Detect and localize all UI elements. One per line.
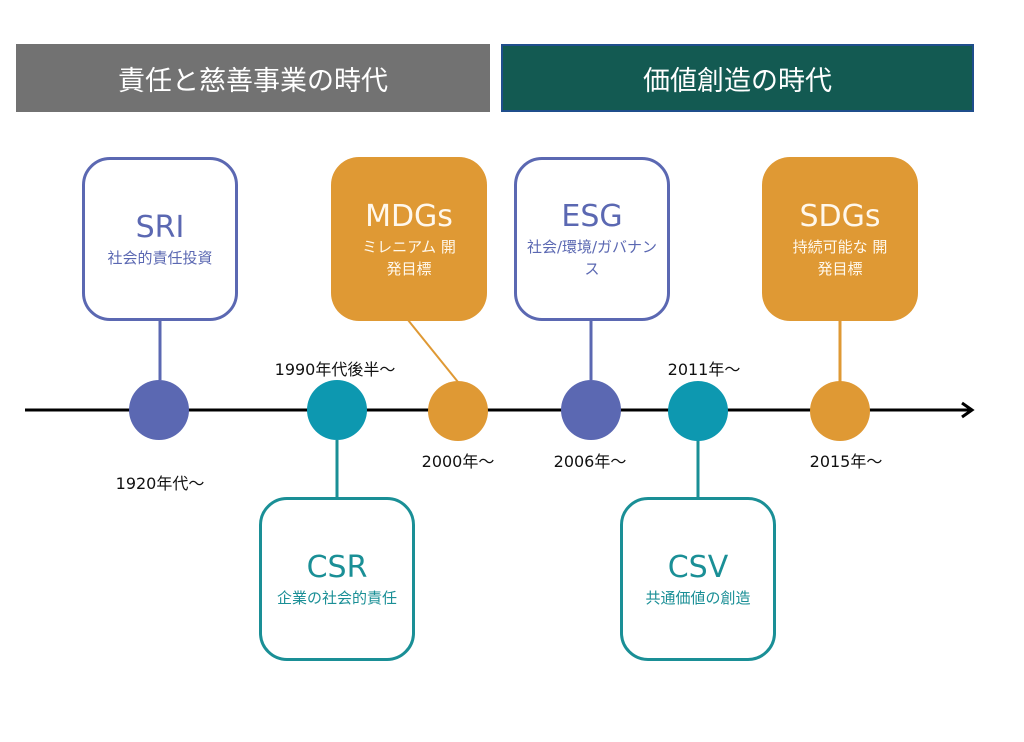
date-label-mdgs: 2000年〜: [421, 452, 495, 471]
card-abbr: ESG: [561, 199, 623, 234]
date-label-csv: 2011年〜: [667, 360, 741, 379]
card-abbr: MDGs: [365, 199, 453, 234]
card-desc: 企業の社会的責任: [276, 589, 397, 607]
card-desc: 持続可能な 開発目標: [792, 238, 888, 278]
date-label-esg: 2006年〜: [553, 452, 627, 471]
card-esg: ESG 社会/環境/ガバナンス: [514, 157, 670, 321]
card-abbr: CSV: [667, 550, 729, 585]
date-label-sri: 1920年代〜: [115, 474, 205, 493]
card-mdgs: MDGs ミレニアム 開発目標: [331, 157, 487, 321]
card-sri: SRI 社会的責任投資: [82, 157, 238, 321]
card-desc: 社会/環境/ガバナンス: [526, 238, 658, 278]
card-csr: CSR 企業の社会的責任: [259, 497, 415, 661]
timeline-dot-csr: [307, 380, 367, 440]
timeline-dot-sdgs: [810, 381, 870, 441]
connector-mdgs: [407, 319, 459, 383]
date-label-csr: 1990年代後半〜: [274, 360, 396, 379]
card-abbr: SDGs: [799, 199, 881, 234]
card-desc: 社会的責任投資: [107, 249, 213, 267]
era-banner-responsibility: 責任と慈善事業の時代: [16, 44, 490, 112]
arrow-right-icon: [961, 401, 975, 419]
card-sdgs: SDGs 持続可能な 開発目標: [762, 157, 918, 321]
timeline-dot-sri: [129, 380, 189, 440]
era-label: 責任と慈善事業の時代: [118, 65, 388, 97]
card-abbr: SRI: [135, 210, 185, 245]
era-banner-value-creation: 価値創造の時代: [501, 44, 974, 112]
card-desc: ミレニアム 開発目標: [362, 238, 456, 278]
card-csv: CSV 共通価値の創造: [620, 497, 776, 661]
era-label: 価値創造の時代: [643, 65, 832, 97]
card-desc: 共通価値の創造: [645, 589, 751, 607]
card-abbr: CSR: [306, 550, 368, 585]
date-label-sdgs: 2015年〜: [809, 452, 883, 471]
timeline-dot-mdgs: [428, 381, 488, 441]
timeline-dot-csv: [668, 381, 728, 441]
timeline-dot-esg: [561, 380, 621, 440]
